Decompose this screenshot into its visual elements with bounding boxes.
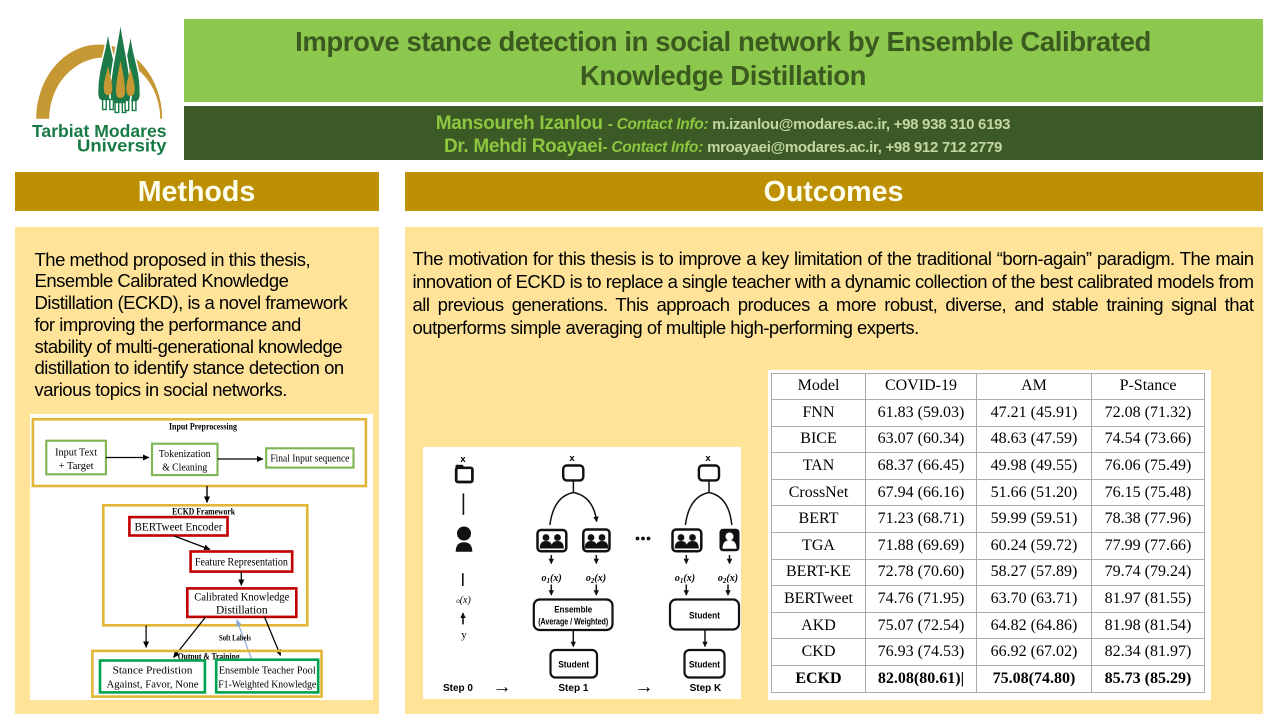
svg-text:o2(x): o2(x) bbox=[718, 573, 738, 585]
svg-text:x: x bbox=[705, 453, 711, 464]
svg-text:Student: Student bbox=[558, 660, 589, 670]
svg-text:x: x bbox=[460, 454, 466, 465]
svg-text:Ensemble: Ensemble bbox=[554, 605, 592, 615]
svg-text:+ Target: + Target bbox=[58, 461, 93, 472]
svg-text:F1-Weighted Knowledge: F1-Weighted Knowledge bbox=[218, 678, 316, 690]
svg-text:x: x bbox=[569, 453, 575, 464]
svg-text:Tokenization: Tokenization bbox=[158, 449, 211, 460]
svg-text:o1(x): o1(x) bbox=[542, 573, 562, 585]
svg-text:Soft Labels: Soft Labels bbox=[219, 632, 252, 642]
svg-text:Step 0: Step 0 bbox=[443, 683, 473, 694]
svg-text:Against, Favor, None: Against, Favor, None bbox=[106, 678, 198, 690]
svg-text:University: University bbox=[77, 136, 167, 156]
svg-text:→: → bbox=[493, 677, 512, 698]
svg-text:& Cleaning: & Cleaning bbox=[162, 463, 208, 474]
svg-text:Output & Training: Output & Training bbox=[177, 652, 239, 662]
svg-text:Input Preprocessing: Input Preprocessing bbox=[169, 423, 237, 433]
svg-text:Calibrated Knowledge: Calibrated Knowledge bbox=[194, 591, 289, 603]
svg-text:Student: Student bbox=[689, 660, 720, 670]
svg-text:BERTweet Encoder: BERTweet Encoder bbox=[134, 522, 222, 534]
svg-text:Stance Predistion: Stance Predistion bbox=[112, 664, 193, 676]
svg-text:ECKD Framework: ECKD Framework bbox=[172, 508, 236, 518]
svg-text:Final Input sequence: Final Input sequence bbox=[270, 454, 349, 465]
svg-text:Tarbiat Modares: Tarbiat Modares bbox=[32, 121, 167, 141]
svg-text:→: → bbox=[635, 677, 654, 698]
svg-text:Ensemble Teacher Pool: Ensemble Teacher Pool bbox=[218, 664, 315, 676]
svg-text:o1(x): o1(x) bbox=[675, 573, 695, 585]
svg-text:Input Text: Input Text bbox=[55, 448, 97, 459]
svg-text:o(x): o(x) bbox=[456, 595, 471, 606]
svg-text:y: y bbox=[461, 629, 467, 641]
svg-text:o2(x): o2(x) bbox=[586, 573, 606, 585]
svg-text:Step 1: Step 1 bbox=[558, 683, 588, 694]
svg-text:(Average / Weighted): (Average / Weighted) bbox=[538, 617, 608, 627]
svg-text:Feature Representation: Feature Representation bbox=[195, 556, 288, 568]
svg-text:Step K: Step K bbox=[690, 683, 722, 694]
svg-text:Student: Student bbox=[689, 611, 720, 621]
svg-text:Distillation: Distillation bbox=[216, 604, 268, 616]
